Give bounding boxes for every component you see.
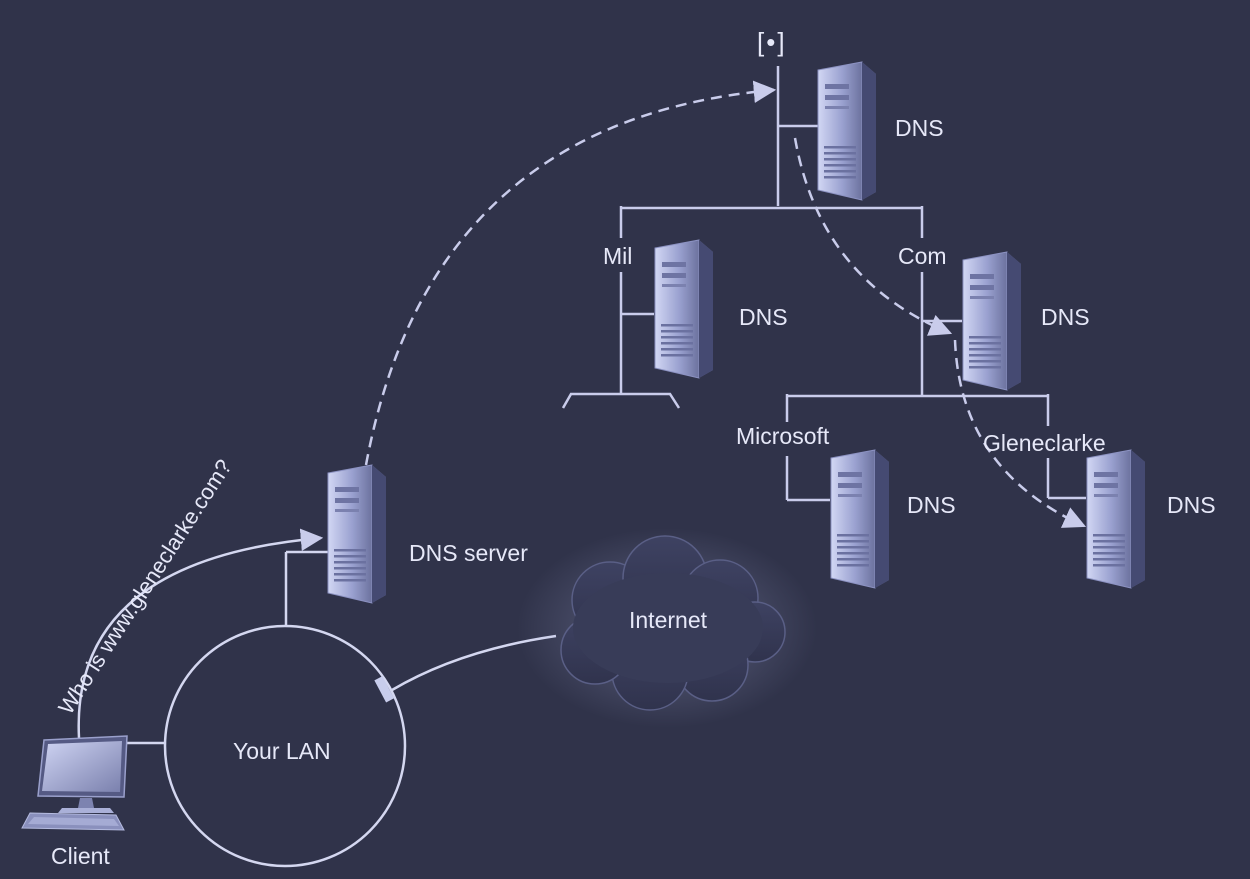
com-dns-label: DNS [1041, 304, 1090, 330]
local-dns-server-label: DNS server [409, 540, 528, 566]
internet-label: Internet [629, 607, 707, 633]
query-arrows [364, 80, 1087, 528]
root-dns-server-icon [817, 61, 877, 201]
gleneclarke-dns-server-icon [1086, 449, 1146, 589]
root-symbol: [•] [757, 27, 787, 57]
com-dns-server-icon [962, 251, 1022, 391]
monitor-icon [37, 735, 128, 813]
gleneclarke-dns-label: DNS [1167, 492, 1216, 518]
hierarchy-lines [561, 66, 1086, 502]
cloud-icon [517, 528, 817, 728]
microsoft-dns-label: DNS [907, 492, 956, 518]
com-label: Com [898, 243, 947, 269]
client-label: Client [51, 843, 110, 869]
root-dns-label: DNS [895, 115, 944, 141]
client-query-text: Who is www.gleneclarke.com? [53, 455, 236, 719]
microsoft-label: Microsoft [736, 423, 830, 449]
lan-connector-icon [374, 676, 395, 703]
mil-label: Mil [603, 243, 633, 269]
lan-label: Your LAN [233, 738, 331, 764]
local-dns-server-icon [327, 464, 387, 604]
keyboard-icon [21, 812, 125, 831]
mil-dns-server-icon [654, 239, 714, 379]
gleneclarke-label: Gleneclarke [983, 430, 1106, 456]
client-query-arrow [77, 528, 324, 739]
lan-links [127, 550, 557, 868]
microsoft-dns-server-icon [830, 449, 890, 589]
mil-dns-label: DNS [739, 304, 788, 330]
